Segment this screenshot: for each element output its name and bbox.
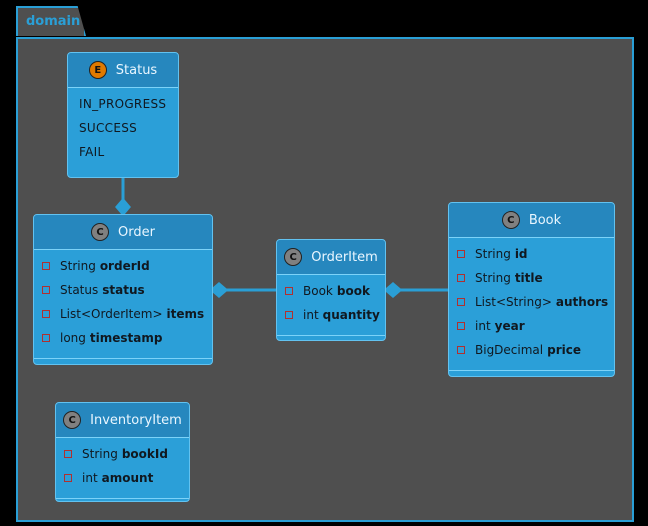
field-type: int <box>82 471 98 485</box>
class-header: C Order <box>34 215 212 250</box>
field-type: List<String> <box>475 295 552 309</box>
class-badge-icon: C <box>501 211 520 229</box>
class-badge-icon: C <box>63 411 82 429</box>
field-type: String <box>475 247 511 261</box>
class-badge-icon: C <box>284 248 303 266</box>
private-visibility-icon <box>457 298 465 306</box>
class-status[interactable]: E Status IN_PROGRESS SUCCESS FAIL <box>67 52 179 178</box>
private-visibility-icon <box>285 311 293 319</box>
field-name: authors <box>555 295 609 309</box>
field-row: List<String>authors <box>449 290 614 314</box>
class-header: C OrderItem <box>277 240 385 275</box>
field-name: items <box>166 307 205 321</box>
field-name: bookId <box>121 447 168 461</box>
enum-value: SUCCESS <box>79 121 138 135</box>
class-name: Status <box>115 62 158 78</box>
private-visibility-icon <box>42 334 50 342</box>
field-name: book <box>336 284 370 298</box>
field-type: String <box>475 271 511 285</box>
class-name: Book <box>528 212 562 228</box>
private-visibility-icon <box>64 474 72 482</box>
field-type: Status <box>60 283 99 297</box>
field-type: String <box>82 447 118 461</box>
composition-diamond-icon <box>209 282 229 298</box>
class-name: InventoryItem <box>90 412 182 428</box>
field-name: timestamp <box>89 331 163 345</box>
class-header: C Book <box>449 203 614 238</box>
field-name: price <box>547 343 581 357</box>
private-visibility-icon <box>457 274 465 282</box>
field-type: Book <box>303 284 333 298</box>
field-type: int <box>303 308 319 322</box>
enum-badge-icon: E <box>88 61 107 79</box>
composition-diamond-icon <box>115 197 131 217</box>
field-row: List<OrderItem>items <box>34 302 212 326</box>
field-type: int <box>475 319 491 333</box>
field-type: List<OrderItem> <box>60 307 163 321</box>
field-name: year <box>494 319 525 333</box>
enum-value: IN_PROGRESS <box>79 97 167 111</box>
private-visibility-icon <box>285 287 293 295</box>
package-tab <box>16 6 86 36</box>
class-name: OrderItem <box>311 249 378 265</box>
private-visibility-icon <box>64 450 72 458</box>
class-header: C InventoryItem <box>56 403 189 438</box>
enum-values: IN_PROGRESS SUCCESS FAIL <box>68 88 178 172</box>
field-name: quantity <box>322 308 380 322</box>
composition-diamond-icon <box>383 282 403 298</box>
private-visibility-icon <box>42 262 50 270</box>
private-visibility-icon <box>42 310 50 318</box>
field-name: orderId <box>99 259 150 273</box>
private-visibility-icon <box>42 286 50 294</box>
enum-value: FAIL <box>79 145 105 159</box>
package-name: domain <box>26 14 81 29</box>
field-name: status <box>102 283 145 297</box>
field-type: String <box>60 259 96 273</box>
field-name: amount <box>101 471 154 485</box>
private-visibility-icon <box>457 322 465 330</box>
field-type: long <box>60 331 86 345</box>
private-visibility-icon <box>457 346 465 354</box>
class-badge-icon: C <box>91 223 110 241</box>
field-name: title <box>514 271 543 285</box>
field-type: BigDecimal <box>475 343 544 357</box>
private-visibility-icon <box>457 250 465 258</box>
class-name: Order <box>118 224 155 240</box>
class-header: E Status <box>68 53 178 88</box>
field-name: id <box>514 247 528 261</box>
